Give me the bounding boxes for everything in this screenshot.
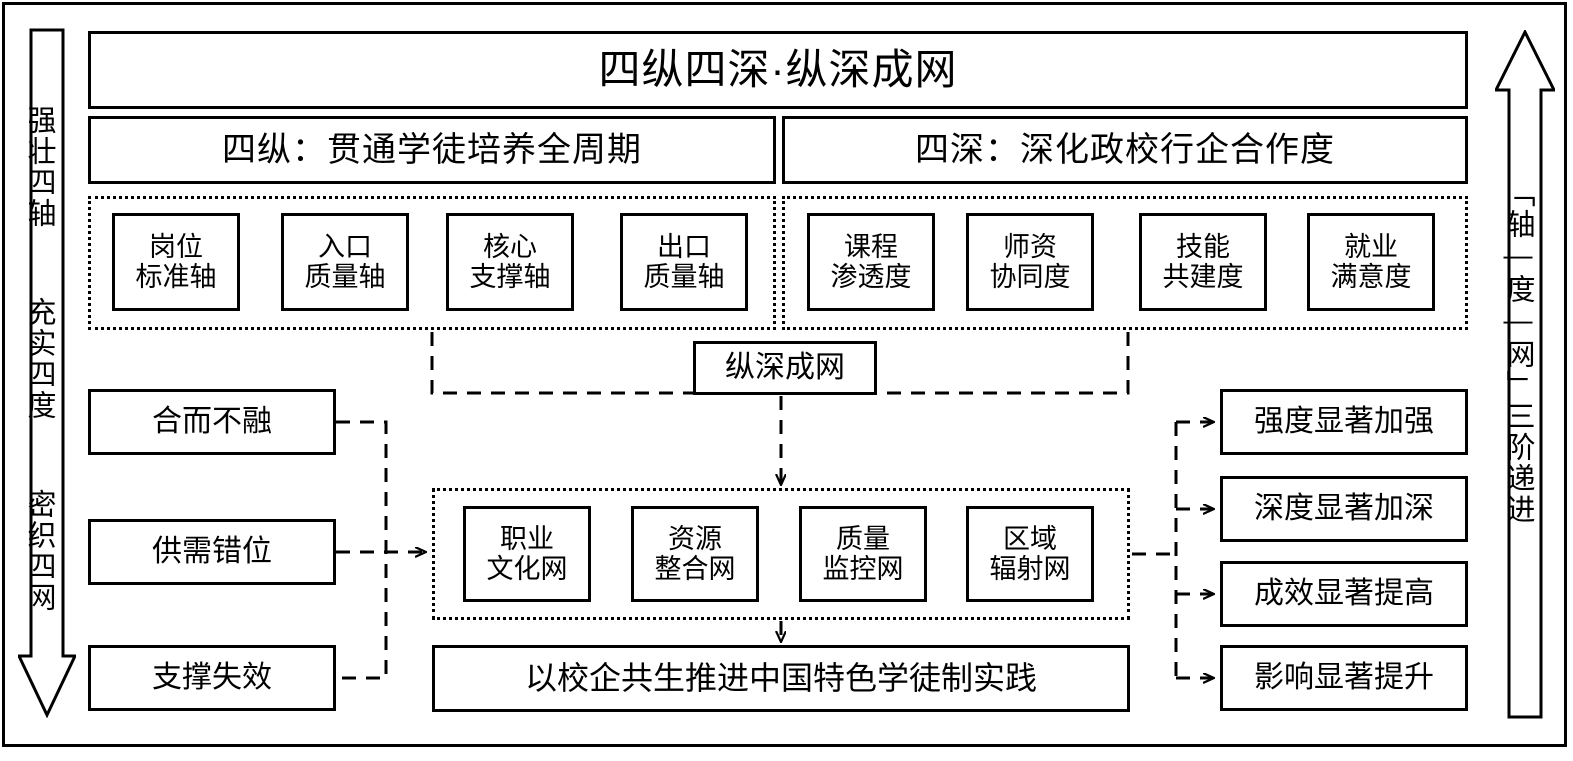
axis-cell-shizi[interactable]: 师资 协同度 (966, 213, 1094, 311)
outcome-box-1[interactable]: 强度显著加强 (1220, 389, 1468, 455)
left-rail-label: 强壮四轴 充实四度 密织四网 (23, 105, 55, 613)
axis-cell-kecheng[interactable]: 课程 渗透度 (807, 213, 935, 311)
network-cell-quyu[interactable]: 区域 辐射网 (966, 506, 1094, 602)
outcome-box-3[interactable]: 成效显著提高 (1220, 561, 1468, 627)
problem-box-3[interactable]: 支撑失效 (88, 645, 336, 711)
axis-cell-chukou[interactable]: 出口 质量轴 (620, 213, 748, 311)
diagram-title: 四纵四深·纵深成网 (88, 31, 1468, 109)
mid-node-zongshenchengwang[interactable]: 纵深成网 (693, 341, 877, 395)
right-rail-label: 「轴—度—网」三阶递进 (1502, 178, 1534, 525)
outcome-box-4[interactable]: 影响显著提升 (1220, 645, 1468, 711)
problem-box-1[interactable]: 合而不融 (88, 389, 336, 455)
network-cell-ziyuan[interactable]: 资源 整合网 (631, 506, 759, 602)
axis-cell-jineng[interactable]: 技能 共建度 (1139, 213, 1267, 311)
column-header-zong: 四纵：贯通学徒培养全周期 (88, 116, 776, 184)
network-cell-zhiye[interactable]: 职业 文化网 (463, 506, 591, 602)
left-rail-down-arrow (18, 28, 76, 718)
down-arrow-icon (18, 28, 76, 718)
axis-cell-rukou[interactable]: 入口 质量轴 (281, 213, 409, 311)
outer-frame (2, 2, 1567, 747)
conclusion-bar: 以校企共生推进中国特色学徒制实践 (432, 645, 1130, 712)
outcome-box-2[interactable]: 深度显著加深 (1220, 476, 1468, 542)
network-cell-zhiliang[interactable]: 质量 监控网 (799, 506, 927, 602)
problem-box-2[interactable]: 供需错位 (88, 519, 336, 585)
column-header-shen: 四深：深化政校行企合作度 (782, 116, 1468, 184)
axis-cell-jiuye[interactable]: 就业 满意度 (1307, 213, 1435, 311)
up-arrow-icon (1495, 30, 1555, 719)
axis-cell-hexin[interactable]: 核心 支撑轴 (446, 213, 574, 311)
right-rail-up-arrow (1495, 30, 1555, 720)
axis-cell-gangwei[interactable]: 岗位 标准轴 (112, 213, 240, 311)
